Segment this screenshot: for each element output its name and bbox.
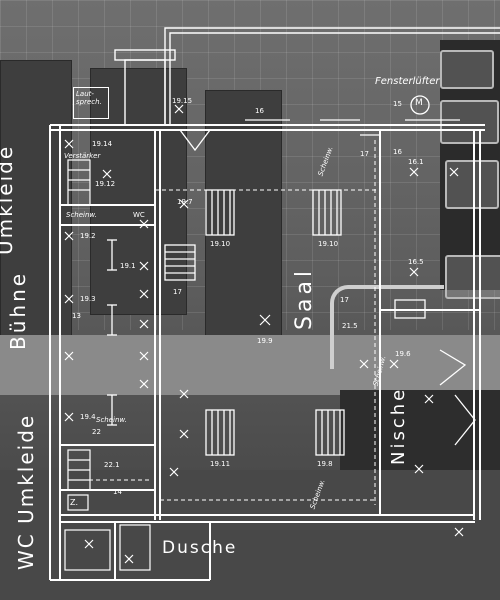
num-16-a: 16 bbox=[255, 107, 264, 115]
floor bbox=[0, 470, 500, 600]
scheinwerfer-label-2: Scheinw. bbox=[96, 416, 127, 424]
num-16-5: 16.5 bbox=[408, 258, 424, 266]
num-19-4: 19.4 bbox=[80, 413, 96, 421]
scheinwerfer-label-1: Scheinw. bbox=[66, 211, 97, 219]
num-19-10-b: 19.10 bbox=[318, 240, 339, 248]
num-19-8: 19.8 bbox=[317, 460, 333, 468]
z-symbol: Z. bbox=[70, 498, 79, 507]
num-19-12: 19.12 bbox=[95, 180, 116, 188]
buhne-label: Bühne bbox=[6, 270, 30, 350]
fensterluefter-label: Fensterlüfter bbox=[375, 76, 440, 87]
lautsprecher-box: Laut- sprech. bbox=[73, 87, 109, 119]
num-22-1: 22.1 bbox=[104, 461, 120, 469]
motor-symbol: M bbox=[415, 98, 423, 108]
num-16-b: 16 bbox=[393, 148, 402, 156]
num-17-c: 17 bbox=[340, 296, 349, 304]
num-19-1: 19.1 bbox=[120, 262, 136, 270]
umkleide-label: Umkleide bbox=[0, 144, 17, 255]
num-21-5: 21.5 bbox=[342, 322, 358, 330]
pot-2 bbox=[440, 100, 499, 144]
num-19-14: 19.14 bbox=[92, 140, 113, 148]
num-14: 14 bbox=[113, 488, 122, 496]
num-19-3: 19.3 bbox=[80, 295, 96, 303]
pot-3 bbox=[445, 160, 499, 209]
steel-counter bbox=[0, 335, 500, 395]
pot-4 bbox=[445, 255, 500, 299]
num-13: 13 bbox=[72, 312, 81, 320]
num-19-15: 19.15 bbox=[172, 97, 193, 105]
nische-label: Nische bbox=[388, 386, 409, 465]
wc-umkleide-label: WC Umkleide bbox=[14, 413, 38, 570]
num-19-9: 19.9 bbox=[257, 337, 273, 345]
pot-1 bbox=[440, 50, 494, 89]
outlet-marks bbox=[64, 104, 464, 564]
num-22: 22 bbox=[92, 428, 101, 436]
wc-label: WC bbox=[133, 211, 145, 219]
steam-oven-center bbox=[90, 68, 187, 315]
saal-label: Saal bbox=[292, 266, 317, 330]
sink-faucet bbox=[330, 285, 444, 369]
num-15: 15 bbox=[393, 100, 402, 108]
num-16-1: 16.1 bbox=[408, 158, 424, 166]
shelf-right bbox=[440, 40, 500, 290]
num-19-6: 19.6 bbox=[395, 350, 411, 358]
dusche-label: Dusche bbox=[162, 538, 238, 558]
num-17-b: 17 bbox=[360, 150, 369, 158]
lautsprecher-label: Laut- sprech. bbox=[76, 90, 102, 106]
num-19-10-a: 19.10 bbox=[210, 240, 231, 248]
num-19-7: 19.7 bbox=[177, 198, 193, 206]
num-19-11: 19.11 bbox=[210, 460, 231, 468]
num-19-2: 19.2 bbox=[80, 232, 96, 240]
num-17-a: 17 bbox=[173, 288, 182, 296]
verstaerker-label: Verstärker bbox=[64, 152, 101, 160]
